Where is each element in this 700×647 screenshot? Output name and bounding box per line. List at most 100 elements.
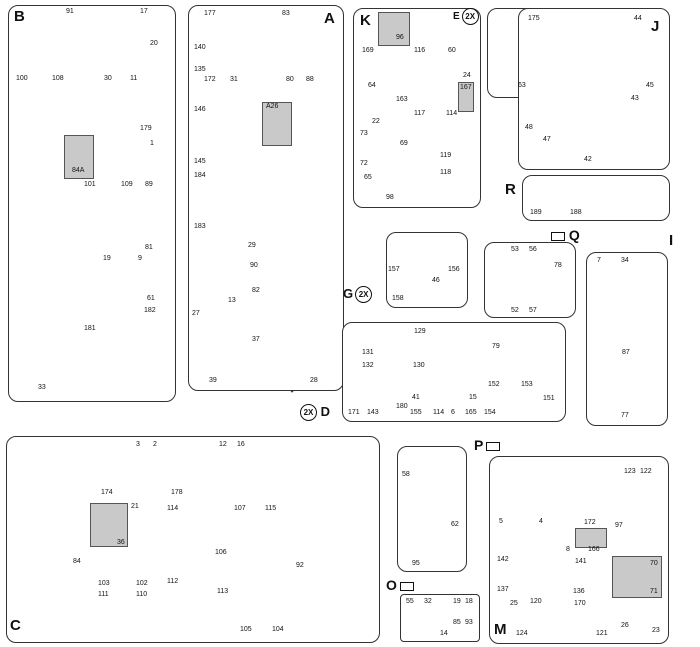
part-number: 100 (16, 75, 28, 82)
part-number: 124 (516, 630, 528, 637)
part-number: 30 (104, 75, 112, 82)
part-number: 177 (204, 10, 216, 17)
part-number: 178 (171, 489, 183, 496)
part-166-highlight (575, 528, 607, 548)
part-number: 152 (488, 381, 500, 388)
part-number: 64 (368, 82, 376, 89)
part-number: 172 (584, 519, 596, 526)
part-number: 167 (460, 84, 472, 91)
part-number: 1 (150, 140, 154, 147)
part-number: 154 (484, 409, 496, 416)
part-number: 19 (103, 255, 111, 262)
part-number: 78 (554, 262, 562, 269)
part-number: 34 (621, 257, 629, 264)
part-number: 93 (465, 619, 473, 626)
part-number: 13 (228, 297, 236, 304)
sprue-q (484, 242, 576, 318)
sprue-c (6, 436, 380, 643)
part-number: 24 (463, 72, 471, 79)
part-number: 33 (38, 384, 46, 391)
part-number: 135 (194, 66, 206, 73)
part-number: 56 (529, 246, 537, 253)
part-number: 63 (518, 82, 526, 89)
part-number: 9 (138, 255, 142, 262)
part-number: 163 (396, 96, 408, 103)
part-number: 172 (204, 76, 216, 83)
part-number: 65 (364, 174, 372, 181)
part-number: 118 (440, 169, 452, 176)
sprue-p-letter: P (474, 437, 484, 453)
sprue-g-multiplier: 2X (355, 286, 373, 304)
part-number: 129 (414, 328, 426, 335)
sprue-b-letter: B (14, 8, 25, 25)
part-number: 58 (402, 471, 410, 478)
part-number: 53 (511, 246, 519, 253)
sprue-o-letter: O (386, 577, 397, 593)
part-a26-highlight (262, 102, 292, 146)
sprue-r-letter: R (505, 181, 516, 198)
sprue-p-label: P (474, 437, 501, 453)
part-number: 37 (252, 336, 260, 343)
part-number: 158 (392, 295, 404, 302)
part-number: 72 (360, 160, 368, 167)
part-36-highlight (90, 503, 128, 547)
part-number: 43 (631, 95, 639, 102)
sprue-e-multiplier: 2X (461, 8, 479, 25)
part-number: 73 (360, 130, 368, 137)
part-84a-highlight (64, 135, 94, 179)
part-number: 21 (131, 503, 139, 510)
part-number: 19 (453, 598, 461, 605)
part-number: 121 (596, 630, 608, 637)
sprue-c-letter: C (10, 617, 21, 634)
part-number: 171 (348, 409, 360, 416)
sprue-d-letter: D (320, 404, 331, 419)
part-number: 84A (72, 167, 85, 174)
sprue-i (586, 252, 668, 426)
part-number: 142 (497, 556, 509, 563)
part-number: 115 (265, 505, 277, 512)
part-number: 119 (440, 152, 452, 159)
sprue-d (342, 322, 566, 422)
sprue-m (489, 456, 669, 644)
part-number: 48 (525, 124, 533, 131)
part-number: 79 (492, 343, 500, 350)
part-number: 60 (448, 47, 456, 54)
sprue-d-multiplier: 2X (300, 404, 317, 422)
part-number: 41 (412, 394, 420, 401)
part-number: 189 (530, 209, 542, 216)
part-number: 116 (414, 47, 426, 54)
part-number: 136 (573, 588, 585, 595)
sprue-i-letter: I (669, 232, 674, 249)
part-number: 36 (117, 539, 125, 546)
part-number: 15 (469, 394, 477, 401)
part-96-highlight (378, 12, 410, 46)
part-number: 112 (167, 578, 179, 585)
part-number: 130 (413, 362, 425, 369)
part-167-highlight (458, 82, 474, 112)
part-number: 2 (153, 441, 157, 448)
part-number: 188 (570, 209, 582, 216)
part-number: 143 (367, 409, 379, 416)
part-number: 29 (248, 242, 256, 249)
sprue-m-letter: M (494, 621, 507, 638)
part-number: 27 (192, 310, 200, 317)
part-number: 16 (237, 441, 245, 448)
sprue-p-square-icon (486, 441, 501, 451)
part-number: 114 (167, 505, 179, 512)
sprue-p (397, 446, 467, 572)
part-number: 39 (209, 377, 217, 384)
part-number: 151 (543, 395, 555, 402)
sprue-r (522, 175, 670, 221)
part-number: 184 (194, 172, 206, 179)
sprue-j (518, 8, 670, 170)
part-number: 88 (306, 76, 314, 83)
sprue-a (188, 5, 344, 391)
part-number: 182 (144, 307, 156, 314)
sprue-o-square-icon (399, 581, 414, 591)
part-number: 156 (448, 266, 460, 273)
part-number: 110 (136, 591, 148, 598)
part-number: 61 (147, 295, 155, 302)
part-number: 137 (497, 586, 509, 593)
part-number: 7 (597, 257, 601, 264)
